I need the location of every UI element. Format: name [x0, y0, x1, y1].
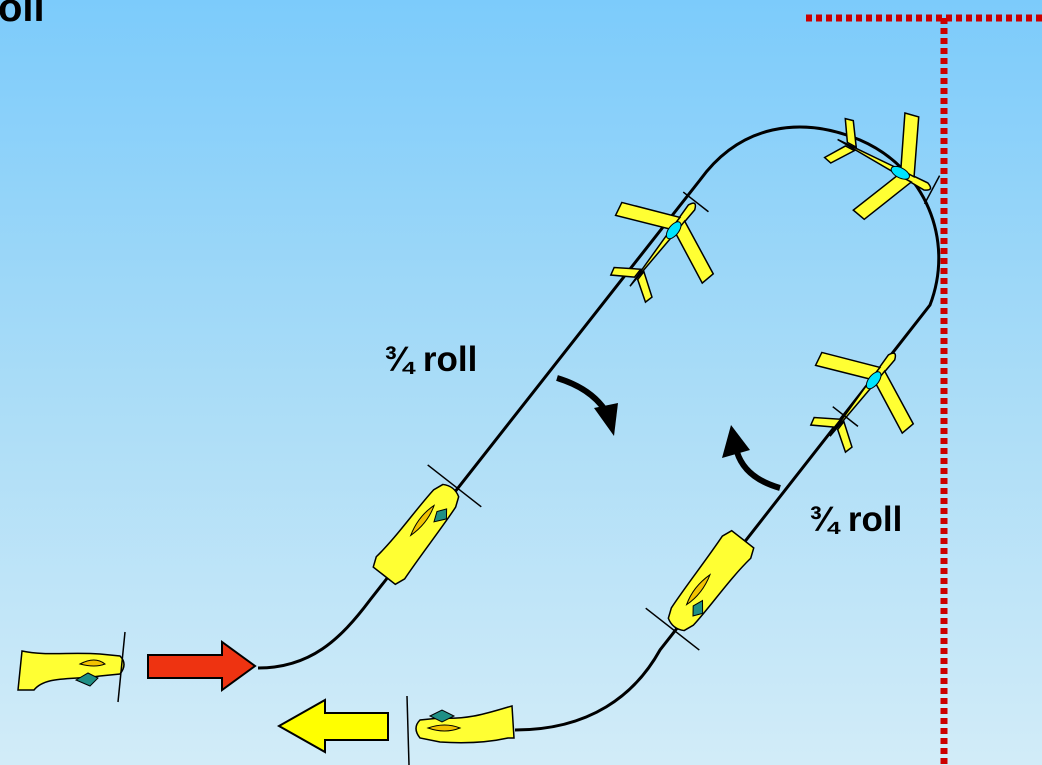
exit-arrow — [276, 698, 389, 754]
roll-arrow-a — [556, 375, 618, 436]
aircraft-descend-lower — [645, 529, 755, 651]
roll-arrow-b — [722, 425, 781, 491]
aircraft-climb-upper — [609, 191, 715, 304]
aircraft-exit — [406, 695, 515, 765]
title-fragment: oll — [0, 0, 45, 30]
entry-arrow — [147, 640, 257, 692]
roll-label-first: ¾ roll — [384, 340, 478, 379]
aircraft-descend-upper — [809, 351, 915, 454]
aircraft-entry — [17, 631, 126, 703]
aircraft-loop-top — [823, 112, 941, 221]
boundary-marker — [806, 14, 1042, 765]
aircraft-climb-lower — [372, 464, 482, 586]
flight-path — [257, 125, 941, 732]
roll-label-second: ¾ roll — [809, 500, 903, 539]
